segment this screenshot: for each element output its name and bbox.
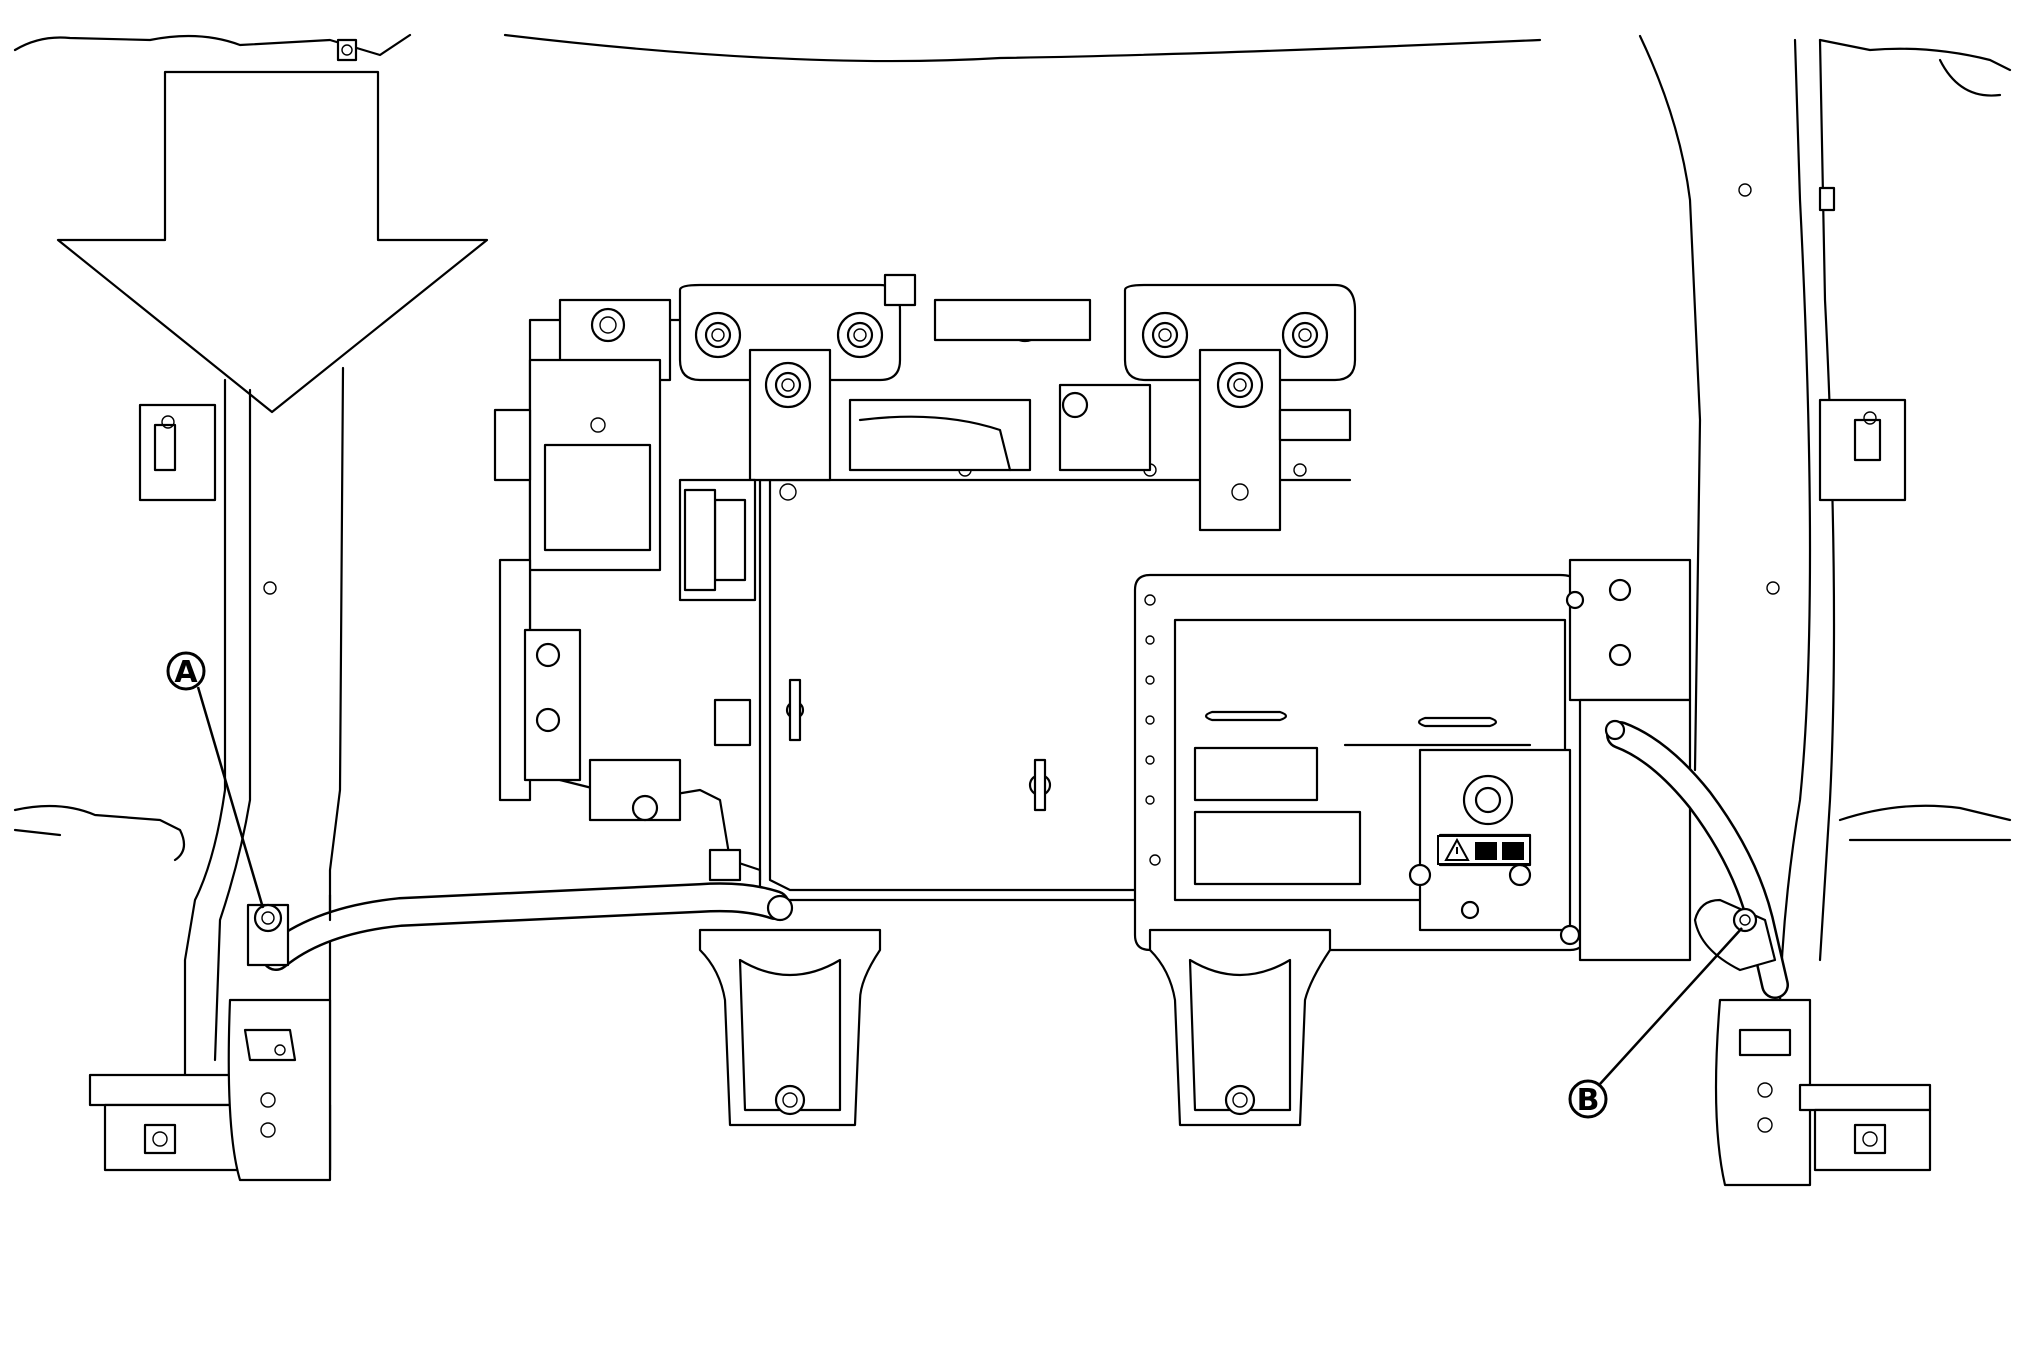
ground-cable-a — [246, 882, 794, 971]
callout-b: B — [1568, 927, 1743, 1119]
direction-arrow — [56, 70, 489, 414]
ground-cable-b — [1604, 719, 1789, 999]
warning-label — [1437, 835, 1531, 865]
callout-a: A — [166, 651, 265, 909]
left-frame-rail — [13, 366, 345, 1182]
callout-a-label: A — [174, 655, 198, 690]
lower-support-legs — [698, 928, 1332, 1127]
left-module — [493, 358, 1052, 882]
inverter-unit — [1133, 558, 1692, 962]
callout-b-label: B — [1577, 1083, 1600, 1118]
upper-body-outline — [13, 33, 2012, 772]
right-frame-rail — [1714, 38, 2012, 1187]
